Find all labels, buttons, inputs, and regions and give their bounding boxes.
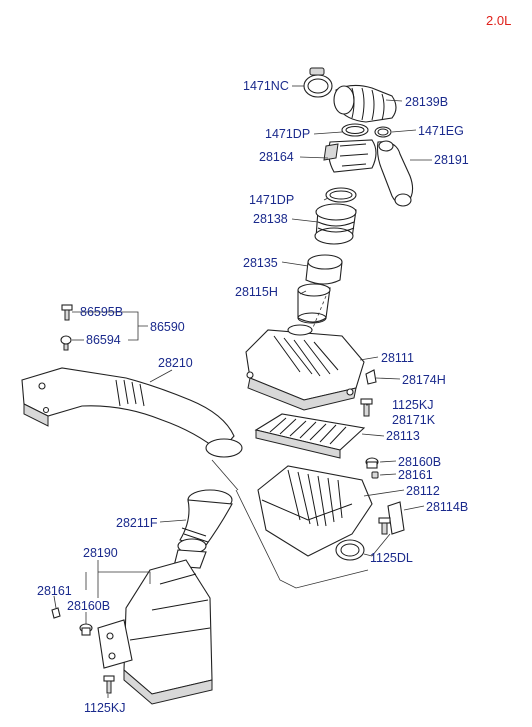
hose-clamp-1471dp-lower[interactable] <box>325 187 357 203</box>
bolt-1125dl[interactable] <box>378 517 391 535</box>
resonator-28135[interactable] <box>305 254 343 285</box>
hose-clamp-1471dp-upper[interactable] <box>341 123 369 137</box>
air-cleaner-cover-28111[interactable] <box>245 324 365 411</box>
callout-1471nc[interactable]: 1471NC <box>243 79 289 93</box>
callout-86595b[interactable]: 86595B <box>80 305 124 319</box>
clip-28174h[interactable] <box>365 369 377 385</box>
callout-1471eg[interactable]: 1471EG <box>418 124 464 138</box>
callout-28161-upper[interactable]: 28161 <box>398 468 433 482</box>
clip-86594[interactable] <box>60 335 72 351</box>
grommet-28160b-lower[interactable] <box>79 623 93 636</box>
filter-element-28113[interactable] <box>254 413 366 459</box>
engine-variant-label: 2.0L <box>486 13 512 28</box>
callout-28115h[interactable]: 28115H <box>235 285 278 299</box>
callout-28160b-upper[interactable]: 28160B <box>398 455 442 469</box>
callout-86590[interactable]: 86590 <box>150 320 185 334</box>
bushing-28161-lower[interactable] <box>51 607 61 619</box>
intake-hose-28139b[interactable] <box>333 84 397 123</box>
callout-28164[interactable]: 28164 <box>259 150 294 164</box>
rubber-hose-28138[interactable] <box>314 203 357 245</box>
bolt-1125kj-lower[interactable] <box>103 675 115 694</box>
callout-1125kj-upper[interactable]: 1125KJ <box>392 398 434 412</box>
hose-clamp-1471eg[interactable] <box>374 126 392 138</box>
callout-28161-lower[interactable]: 28161 <box>37 584 72 598</box>
callout-28190[interactable]: 28190 <box>83 546 118 560</box>
air-cleaner-body-28112[interactable] <box>257 465 373 561</box>
airflow-housing-28164[interactable] <box>323 139 377 173</box>
callout-28112[interactable]: 28112 <box>406 484 440 498</box>
air-duct-28211f[interactable] <box>173 489 233 569</box>
bracket-28114b[interactable] <box>387 501 405 535</box>
callout-28113[interactable]: 28113 <box>386 429 420 443</box>
callout-28139b[interactable]: 28139B <box>405 95 449 109</box>
grommet-28160b-upper[interactable] <box>365 457 379 469</box>
callout-28171k[interactable]: 28171K <box>392 413 436 427</box>
fresh-air-duct-28210[interactable] <box>21 367 243 458</box>
callout-86594[interactable]: 86594 <box>86 333 121 347</box>
callout-28114b[interactable]: 28114B <box>426 500 469 514</box>
bushing-28161-upper[interactable] <box>371 471 379 479</box>
callout-28191[interactable]: 28191 <box>434 153 469 167</box>
callout-1125kj-lower[interactable]: 1125KJ <box>84 701 126 715</box>
callout-28111[interactable]: 28111 <box>381 351 414 365</box>
breather-hose-28191[interactable] <box>376 140 414 207</box>
callout-28135[interactable]: 28135 <box>243 256 278 270</box>
bolt-1125kj-upper[interactable] <box>360 398 373 417</box>
callout-28211f[interactable]: 28211F <box>116 516 158 530</box>
callout-1471dp-upper[interactable]: 1471DP <box>265 127 311 141</box>
callout-28138[interactable]: 28138 <box>253 212 288 226</box>
callout-1471dp-lower[interactable]: 1471DP <box>249 193 295 207</box>
callout-28210[interactable]: 28210 <box>158 356 193 370</box>
hose-clamp-1471nc[interactable] <box>303 67 333 98</box>
resonator-28190[interactable] <box>97 559 213 705</box>
screw-86595b[interactable] <box>61 304 73 321</box>
intake-pipe-28115h[interactable] <box>297 283 331 324</box>
callout-1125dl[interactable]: 1125DL <box>370 551 413 565</box>
callout-28160b-lower[interactable]: 28160B <box>67 599 111 613</box>
callout-28174h[interactable]: 28174H <box>402 373 446 387</box>
